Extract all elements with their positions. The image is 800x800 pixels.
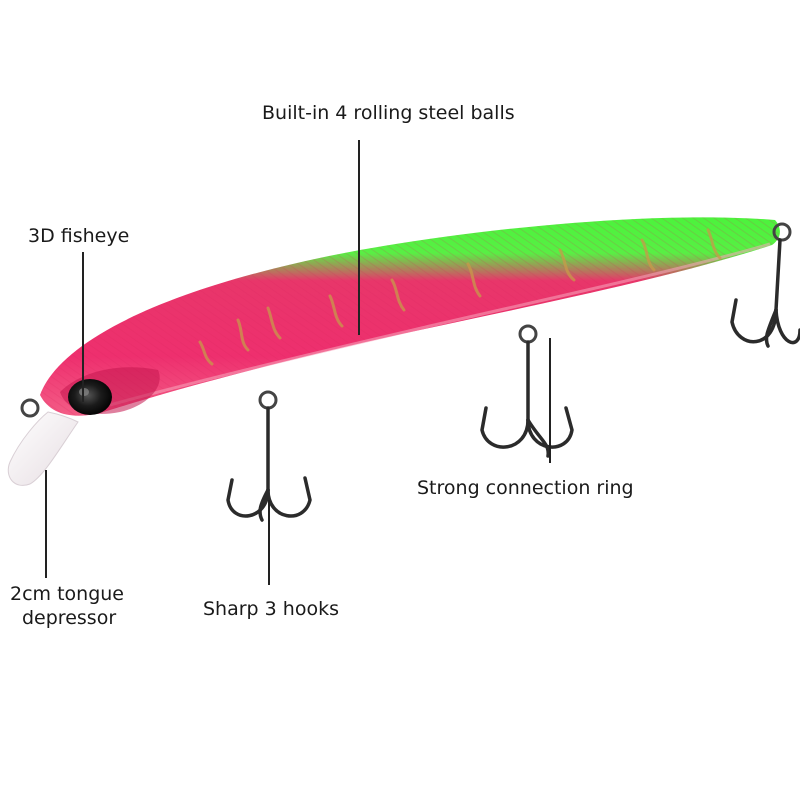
label-steel-balls: Built-in 4 rolling steel balls [262, 102, 515, 124]
label-connection-ring: Strong connection ring [417, 477, 634, 499]
leader-line-ring [549, 338, 551, 463]
hook-middle-icon [480, 324, 574, 458]
label-tongue-line2: depressor [22, 607, 117, 629]
label-fisheye: 3D fisheye [28, 225, 130, 247]
leader-line-balls [358, 140, 360, 335]
lure-body [40, 217, 780, 416]
label-hooks: Sharp 3 hooks [203, 598, 339, 620]
hook-rear-icon [730, 238, 800, 348]
hook-front-icon [226, 390, 312, 522]
leader-line-hooks [268, 500, 270, 585]
fisheye-icon [68, 379, 112, 415]
tail-ring-icon [772, 222, 792, 242]
label-tongue-line1: 2cm tongue [10, 583, 124, 605]
lip-icon [7, 411, 79, 486]
leader-line-tongue [45, 470, 47, 578]
nose-ring-icon [20, 398, 40, 418]
lure-stripes [198, 228, 722, 366]
leader-line-fisheye [82, 252, 84, 402]
